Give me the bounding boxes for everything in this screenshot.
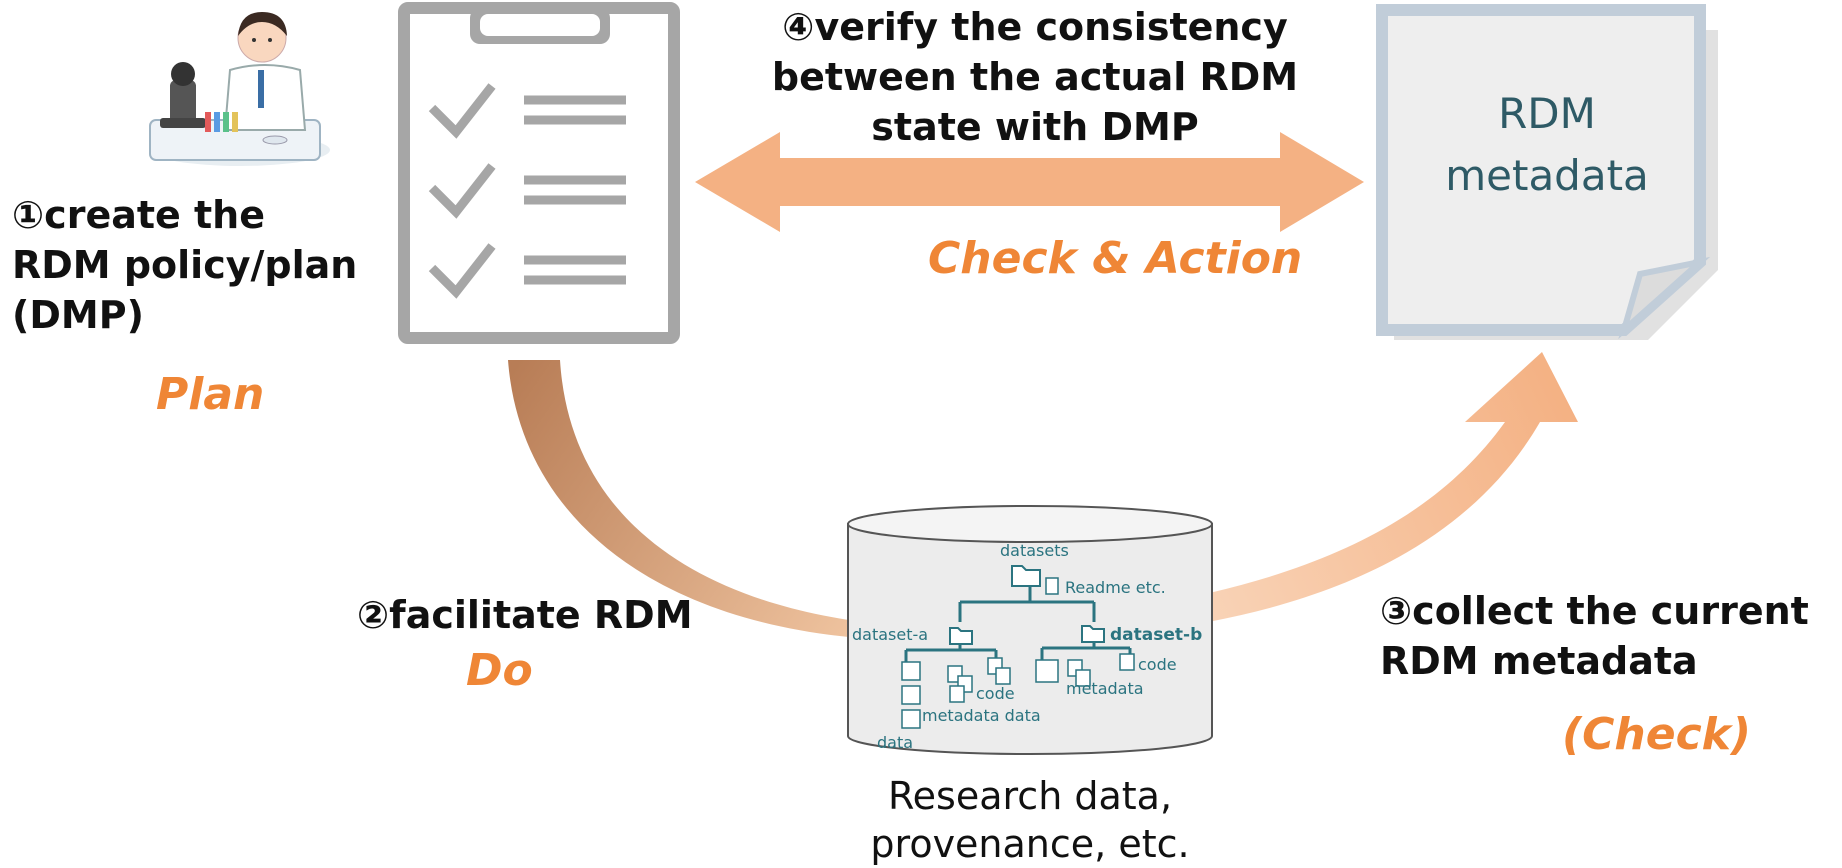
tree-a-code-label: code <box>976 684 1015 703</box>
tree-dataset-a-label: dataset-a <box>852 625 928 644</box>
folder-tree <box>904 584 1132 662</box>
verify-step-line1: ④verify the consistency <box>782 5 1288 49</box>
scientist-illustration <box>149 12 330 166</box>
tree-root-label: datasets <box>1000 541 1069 560</box>
verify-step-line2: between the actual RDM <box>771 55 1299 99</box>
check-step-line1: ③collect the current <box>1380 589 1809 633</box>
verify-step-text: ④verify the consistency between the actu… <box>740 2 1330 152</box>
plan-step-text: ①create the RDM policy/plan (DMP) <box>12 190 357 340</box>
check-action-phase-label: Check & Action <box>928 233 1303 284</box>
check-arrow <box>1040 352 1578 640</box>
plan-step-line2: RDM policy/plan <box>12 243 358 287</box>
tree-a-metadata-data-label: metadata data <box>922 706 1041 725</box>
check-step-text: ③collect the current RDM metadata <box>1380 586 1809 686</box>
storage-caption-line2: provenance, etc. <box>870 822 1190 866</box>
do-step-text: ②facilitate RDM <box>357 593 693 637</box>
plan-step-line1: ①create the <box>12 193 266 237</box>
tree-a-data-label: data <box>877 733 913 752</box>
storage-caption-line1: Research data, <box>887 774 1173 818</box>
do-arrow <box>508 360 900 640</box>
folder-icon <box>949 565 1105 645</box>
tree-b-metadata-label: metadata <box>1066 679 1144 698</box>
check-step-line2: RDM metadata <box>1380 639 1698 683</box>
rdm-doc-line2: metadata <box>1445 151 1649 200</box>
verify-step-line3: state with DMP <box>871 105 1199 149</box>
plan-step-line3: (DMP) <box>12 293 144 337</box>
tree-dataset-b-label: dataset-b <box>1110 625 1202 645</box>
document-icon <box>1376 4 1718 340</box>
storage-caption: Research data, provenance, etc. <box>820 772 1240 868</box>
do-phase-label: Do <box>466 645 533 696</box>
rdm-doc-line1: RDM <box>1498 89 1596 138</box>
database-cylinder-icon <box>847 505 1213 755</box>
clipboard-checklist-icon <box>398 2 680 344</box>
plan-phase-label: Plan <box>156 369 265 420</box>
tree-b-code-label: code <box>1138 655 1177 674</box>
check-phase-label: (Check) <box>1562 709 1752 760</box>
tree-readme-label: Readme etc. <box>1065 578 1166 597</box>
verify-double-arrow <box>695 132 1364 232</box>
file-icon <box>901 577 1135 729</box>
